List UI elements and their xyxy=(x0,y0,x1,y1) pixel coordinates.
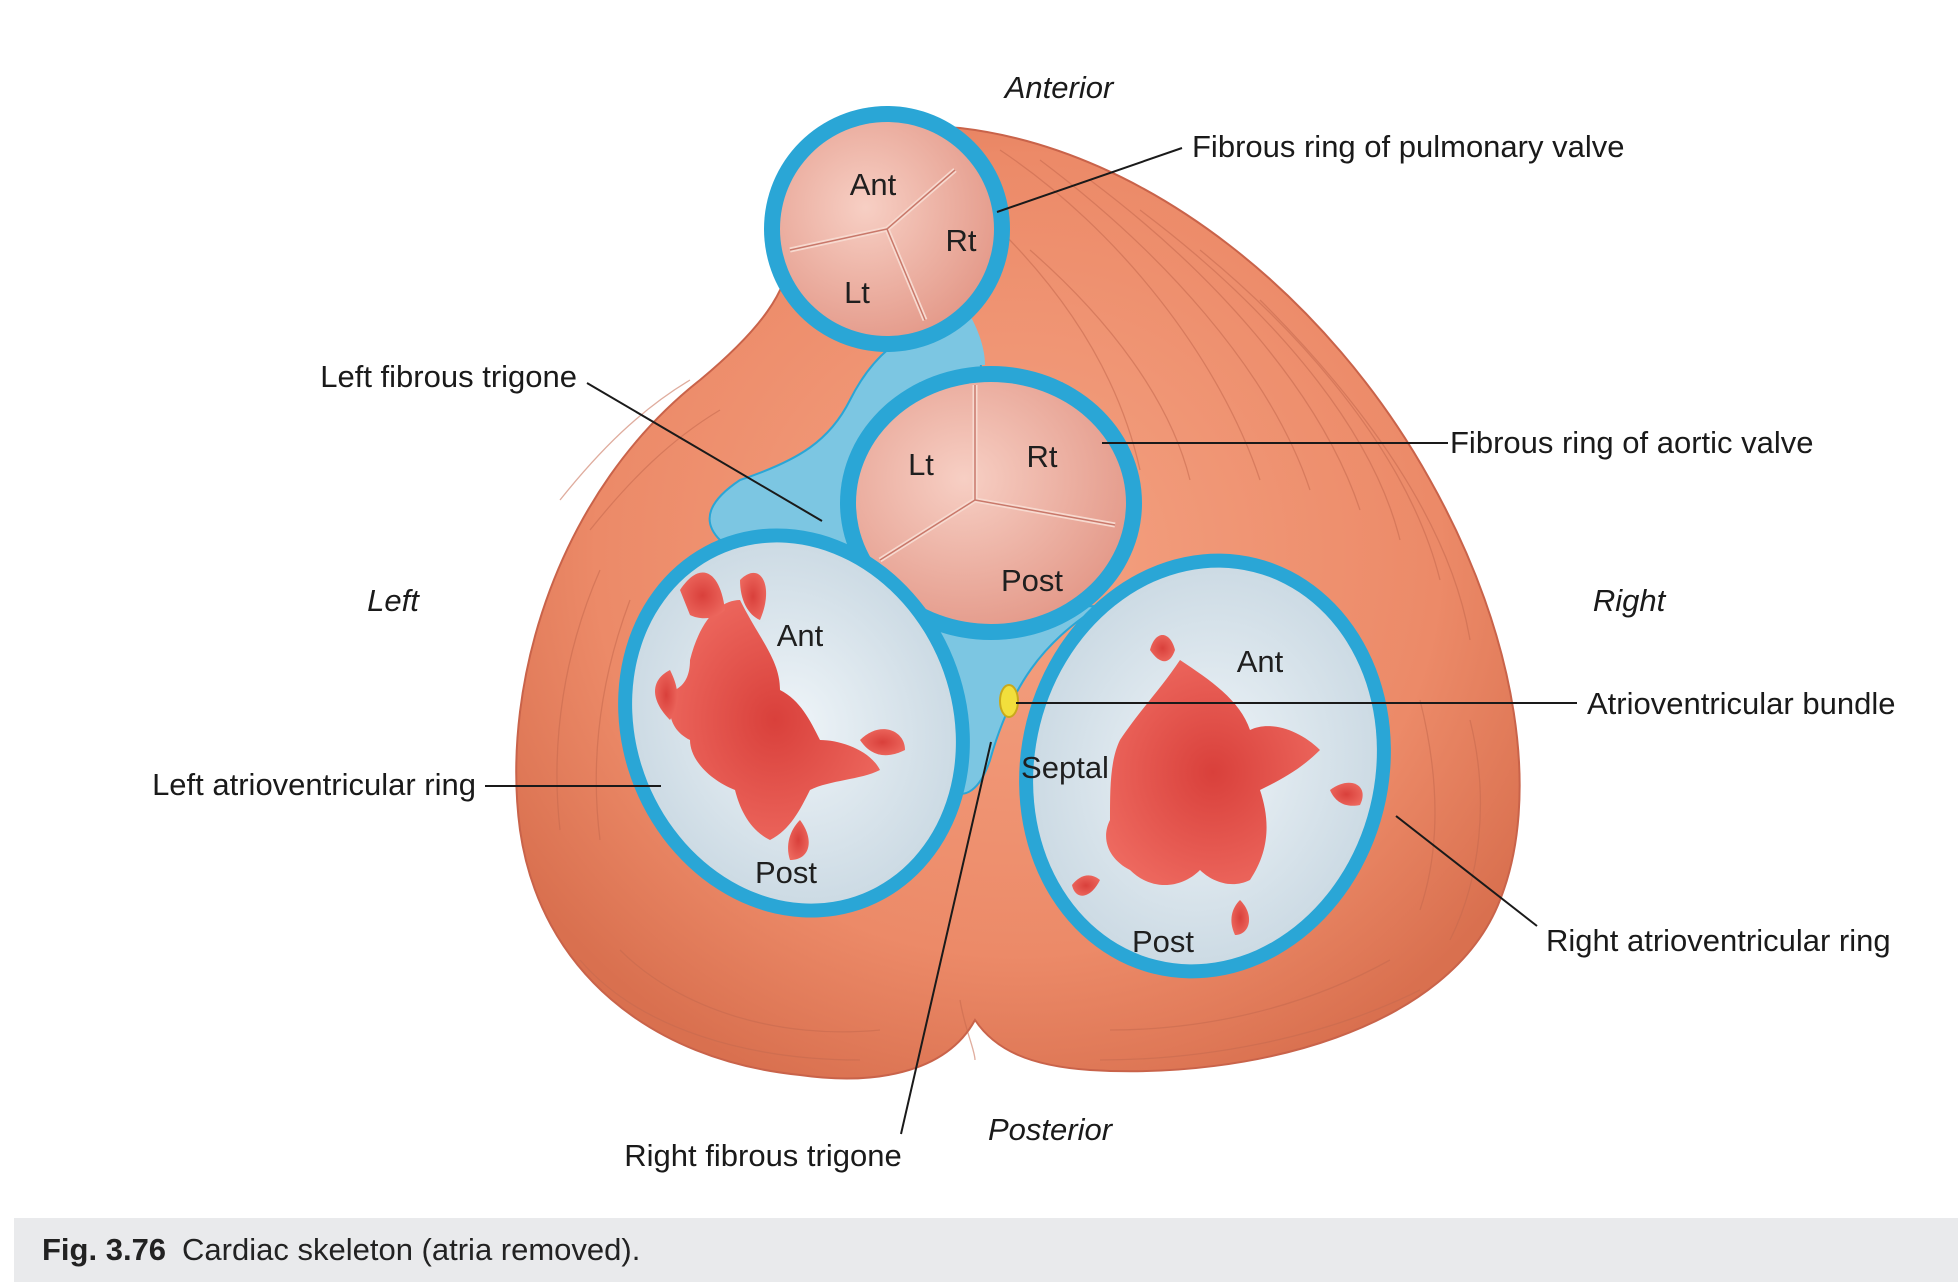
leader-left-trigone xyxy=(586,382,823,522)
tricuspid-cusp-septal: Septal xyxy=(1021,750,1109,785)
leader-lines xyxy=(485,147,1577,1135)
mitral-cusp-post: Post xyxy=(755,855,817,890)
leader-right-av-ring xyxy=(1395,815,1538,927)
orientation-posterior: Posterior xyxy=(988,1112,1114,1147)
aortic-cusp-lt: Lt xyxy=(908,447,934,482)
label-aortic-ring: Fibrous ring of aortic valve xyxy=(1450,425,1814,460)
label-left-av-ring: Left atrioventricular ring xyxy=(152,767,476,802)
aortic-valve: Lt Rt Post xyxy=(840,366,1142,640)
mitral-leaflets xyxy=(655,572,905,860)
tricuspid-valve: Ant Septal Post xyxy=(1019,553,1391,979)
pulmonary-cusp-ant: Ant xyxy=(850,167,897,202)
caption-bar xyxy=(14,1218,1958,1282)
aortic-cusp-post: Post xyxy=(1001,563,1063,598)
figure-number: Fig. 3.76 xyxy=(42,1232,167,1267)
mitral-cusp-ant: Ant xyxy=(777,618,824,653)
label-right-av-ring: Right atrioventricular ring xyxy=(1546,923,1891,958)
caption-text: Cardiac skeleton (atria removed). xyxy=(182,1232,641,1267)
aortic-cusp-rt: Rt xyxy=(1027,439,1058,474)
figure-caption: Fig. 3.76 Cardiac skeleton (atria removed… xyxy=(42,1228,640,1272)
tricuspid-cusp-ant: Ant xyxy=(1237,644,1284,679)
label-av-bundle: Atrioventricular bundle xyxy=(1587,686,1895,721)
pulmonary-cusp-lt: Lt xyxy=(844,275,870,310)
tricuspid-cusp-post: Post xyxy=(1132,924,1194,959)
pulmonary-valve: Ant Rt Lt xyxy=(764,106,1010,352)
orientation-left: Left xyxy=(367,583,420,618)
leader-right-trigone xyxy=(900,741,992,1135)
label-right-trigone: Right fibrous trigone xyxy=(624,1138,901,1173)
orientation-right: Right xyxy=(1593,583,1667,618)
orientation-anterior: Anterior xyxy=(1003,70,1115,105)
mitral-valve: Ant Post xyxy=(618,528,970,918)
label-pulmonary-ring: Fibrous ring of pulmonary valve xyxy=(1192,129,1624,164)
av-bundle-marker xyxy=(999,684,1019,718)
leader-pulmonary-ring xyxy=(996,147,1183,213)
tricuspid-leaflets xyxy=(1072,635,1363,935)
label-left-trigone: Left fibrous trigone xyxy=(320,359,577,394)
pulmonary-cusp-rt: Rt xyxy=(946,223,977,258)
